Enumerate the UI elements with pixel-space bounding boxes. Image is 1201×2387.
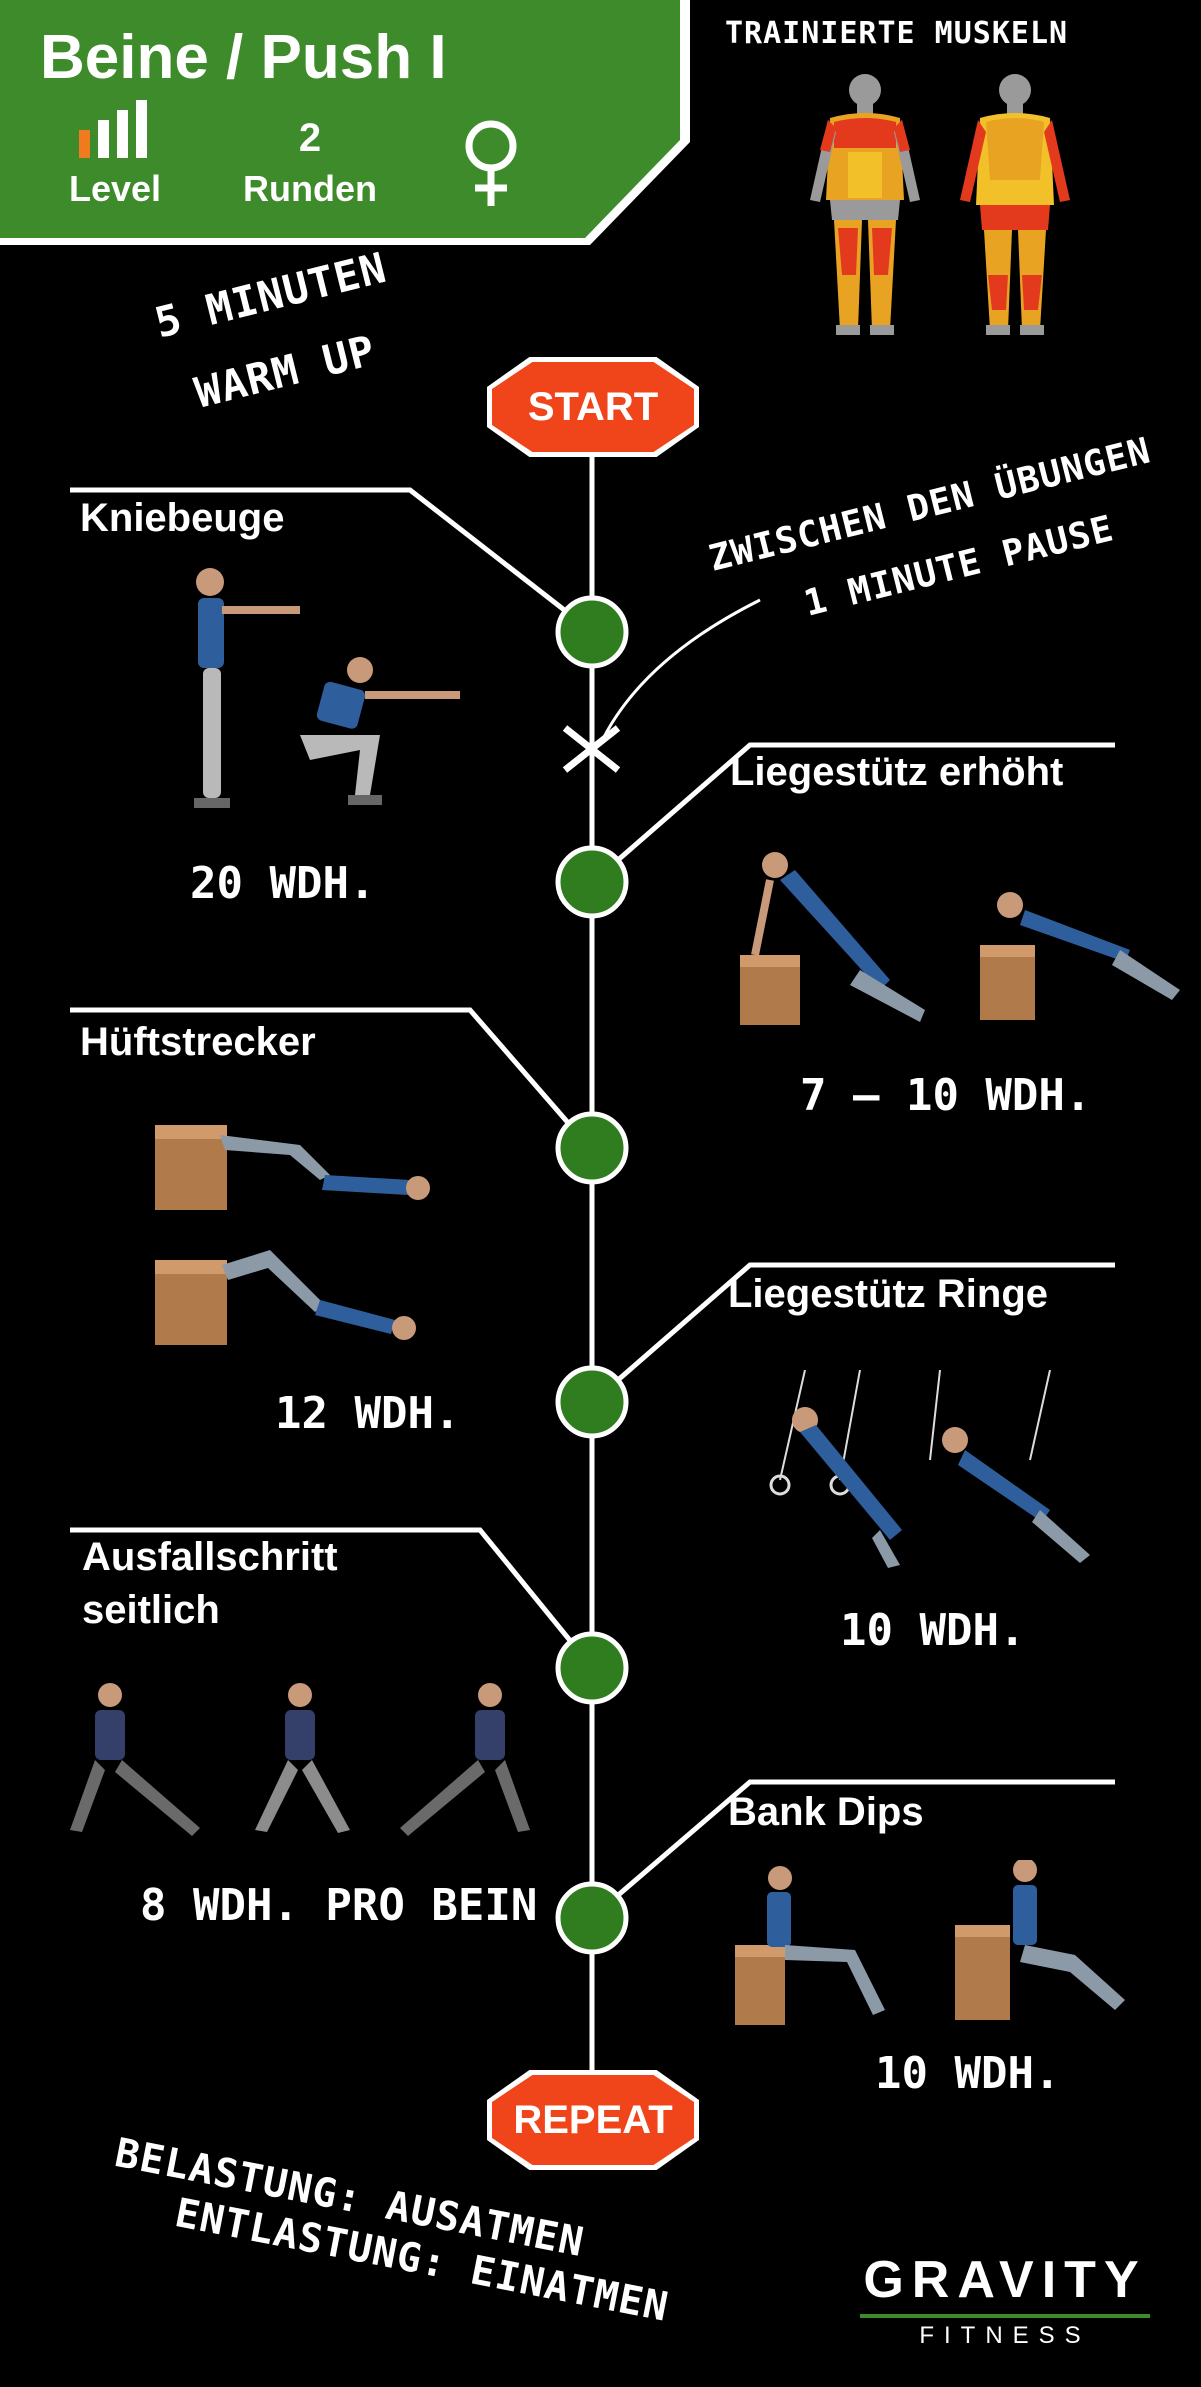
workout-title: Beine / Push I bbox=[40, 23, 447, 92]
muscle-diagram-icon bbox=[810, 74, 1070, 335]
side-lunge-figure-icon bbox=[70, 1683, 530, 1836]
level-label: Level bbox=[68, 168, 162, 209]
lunge-pose-right bbox=[400, 1683, 530, 1836]
exercise-1-reps: 20 WDH. bbox=[190, 858, 376, 909]
exercise-5-title-line1: Ausfallschritt bbox=[82, 1535, 338, 1579]
lunge-pose-center bbox=[255, 1683, 350, 1833]
bench-dips-figure-icon bbox=[735, 1860, 1125, 2025]
level-bar-4 bbox=[136, 100, 147, 158]
back-body-figure bbox=[960, 74, 1070, 335]
repeat-badge: REPEAT bbox=[487, 2070, 699, 2170]
muscles-title: TRAINIERTE MUSKELN bbox=[725, 16, 1069, 51]
exercise-2-title: Liegestütz erhöht bbox=[730, 750, 1064, 794]
gravity-fitness-logo: GRAVITY FITNESS bbox=[840, 2250, 1170, 2370]
pause-arrow bbox=[598, 598, 761, 746]
connector-3 bbox=[70, 1007, 592, 1150]
start-label: START bbox=[492, 362, 694, 452]
repeat-label: REPEAT bbox=[492, 2075, 694, 2165]
brand-sub: FITNESS bbox=[919, 2322, 1091, 2349]
level-bars-icon bbox=[79, 100, 147, 158]
level-bar-2 bbox=[98, 120, 109, 158]
level-bar-3 bbox=[117, 110, 128, 158]
timeline-node-2 bbox=[555, 845, 629, 919]
exercise-4-reps: 10 WDH. bbox=[840, 1605, 1026, 1656]
exercise-1-title: Kniebeuge bbox=[80, 496, 285, 540]
header-panel bbox=[0, 0, 680, 238]
exercise-5-reps: 8 WDH. PRO BEIN bbox=[140, 1880, 538, 1931]
timeline-node-3 bbox=[555, 1111, 629, 1185]
squat-figure-icon bbox=[194, 568, 460, 808]
rounds-value: 2 bbox=[298, 116, 322, 160]
connector-6 bbox=[593, 1779, 1115, 1917]
connector-2 bbox=[593, 742, 1115, 882]
incline-pushup-figure-icon bbox=[740, 852, 1180, 1025]
exercise-3-reps: 12 WDH. bbox=[275, 1388, 461, 1439]
connector-1 bbox=[70, 487, 592, 632]
lunge-pose-left bbox=[70, 1683, 200, 1836]
timeline-node-1 bbox=[555, 595, 629, 669]
timeline-node-5 bbox=[555, 1631, 629, 1705]
timeline-node-6 bbox=[555, 1881, 629, 1955]
female-symbol-icon bbox=[465, 120, 517, 206]
brand-divider bbox=[860, 2314, 1150, 2318]
exercise-5-title-line2: seitlich bbox=[82, 1588, 220, 1632]
ring-pushup-figure-icon bbox=[769, 1370, 1090, 1568]
exercise-4-title: Liegestütz Ringe bbox=[728, 1272, 1049, 1316]
level-bar-1 bbox=[79, 130, 90, 158]
rounds-label: Runden bbox=[243, 168, 377, 209]
hip-thrust-figure-icon bbox=[155, 1125, 430, 1345]
front-body-figure bbox=[810, 74, 920, 335]
connector-5 bbox=[70, 1527, 592, 1667]
connector-4 bbox=[593, 1262, 1115, 1402]
timeline-node-4 bbox=[555, 1365, 629, 1439]
cross-mark-icon bbox=[562, 725, 621, 773]
exercise-6-reps: 10 WDH. bbox=[875, 2048, 1061, 2099]
start-badge: START bbox=[487, 357, 699, 457]
exercise-3-title: Hüftstrecker bbox=[80, 1020, 316, 1064]
brand-name: GRAVITY bbox=[863, 2251, 1147, 2309]
exercise-6-title: Bank Dips bbox=[728, 1790, 924, 1834]
exercise-2-reps: 7 – 10 WDH. bbox=[800, 1070, 1092, 1121]
